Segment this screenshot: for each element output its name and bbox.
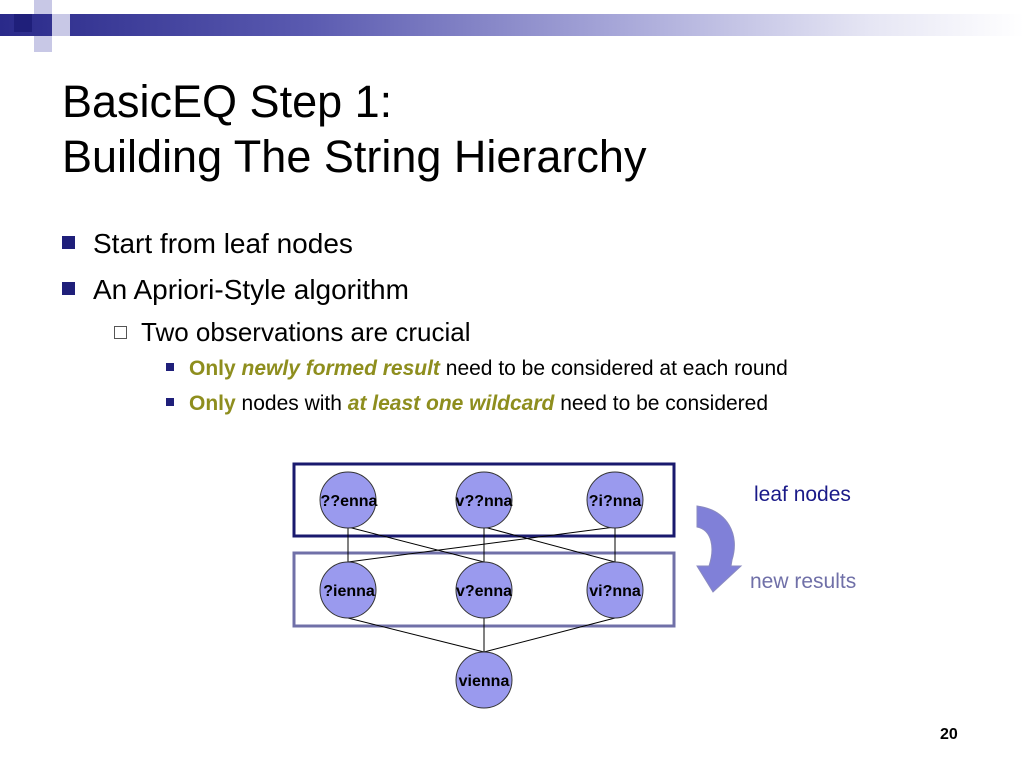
sub-bullet-observations: Two observations are crucial — [114, 317, 470, 348]
logo-square-light — [52, 14, 70, 36]
observation-lead: Only — [189, 357, 236, 380]
edge — [347, 526, 616, 563]
observation-mid: nodes with — [241, 392, 342, 415]
edge — [483, 617, 616, 653]
leaf-node-label: ?i?nna — [589, 493, 642, 510]
hollow-square-bullet-icon — [114, 325, 127, 339]
edge — [347, 526, 485, 563]
slide-title: BasicEQ Step 1: Building The String Hier… — [62, 74, 646, 184]
bullet-text: Start from leaf nodes — [93, 228, 353, 259]
square-bullet-icon — [62, 236, 75, 250]
observation-lead: Only — [189, 392, 236, 415]
logo-square-light — [34, 36, 52, 52]
result-node-label: v?enna — [456, 583, 512, 600]
bullet-start-from-leaf: Start from leaf nodes — [62, 228, 353, 260]
bottom-node-label: vienna — [459, 673, 510, 690]
hierarchy-edges — [347, 526, 616, 653]
curved-arrow-icon — [696, 505, 743, 593]
result-node-circle — [455, 561, 513, 619]
logo-square-navy — [14, 14, 32, 32]
square-bullet-icon — [62, 282, 75, 296]
bullet-apriori: An Apriori-Style algorithm — [62, 274, 409, 306]
small-square-bullet-icon — [166, 398, 174, 407]
page-number: 20 — [940, 726, 958, 743]
sub-bullet-text: Two observations are crucial — [141, 317, 471, 347]
observation-1: Only newly formed result need to be cons… — [166, 357, 788, 381]
observation-rest: need to be considered — [560, 392, 769, 415]
result-node-circle — [319, 561, 377, 619]
header-gradient-bar — [0, 14, 1024, 36]
observation-emphasis: newly formed result — [241, 357, 440, 380]
bullet-text: An Apriori-Style algorithm — [93, 274, 409, 305]
observation-2: Only nodes with at least one wildcard ne… — [166, 392, 768, 416]
leaf-node-circle — [586, 471, 644, 529]
edge — [347, 617, 485, 653]
result-node-circle — [586, 561, 644, 619]
observation-rest: need to be considered at each round — [445, 357, 788, 380]
logo-square-light — [34, 0, 52, 14]
bottom-node-circle — [455, 651, 513, 709]
result-node-label: vi?nna — [589, 583, 641, 600]
new-results-label: new results — [750, 570, 857, 593]
leaf-nodes-label: leaf nodes — [754, 483, 851, 506]
observation-emphasis: at least one wildcard — [347, 392, 555, 415]
small-square-bullet-icon — [166, 363, 174, 372]
leaf-node-circle — [319, 471, 377, 529]
title-line-2: Building The String Hierarchy — [62, 131, 647, 182]
edge — [483, 526, 616, 563]
leaf-node-label: ??enna — [321, 493, 378, 510]
title-line-1: BasicEQ Step 1: — [62, 76, 393, 127]
leaf-node-label: v??nna — [456, 493, 513, 510]
result-node-label: ?ienna — [323, 583, 375, 600]
leaf-node-circle — [455, 471, 513, 529]
